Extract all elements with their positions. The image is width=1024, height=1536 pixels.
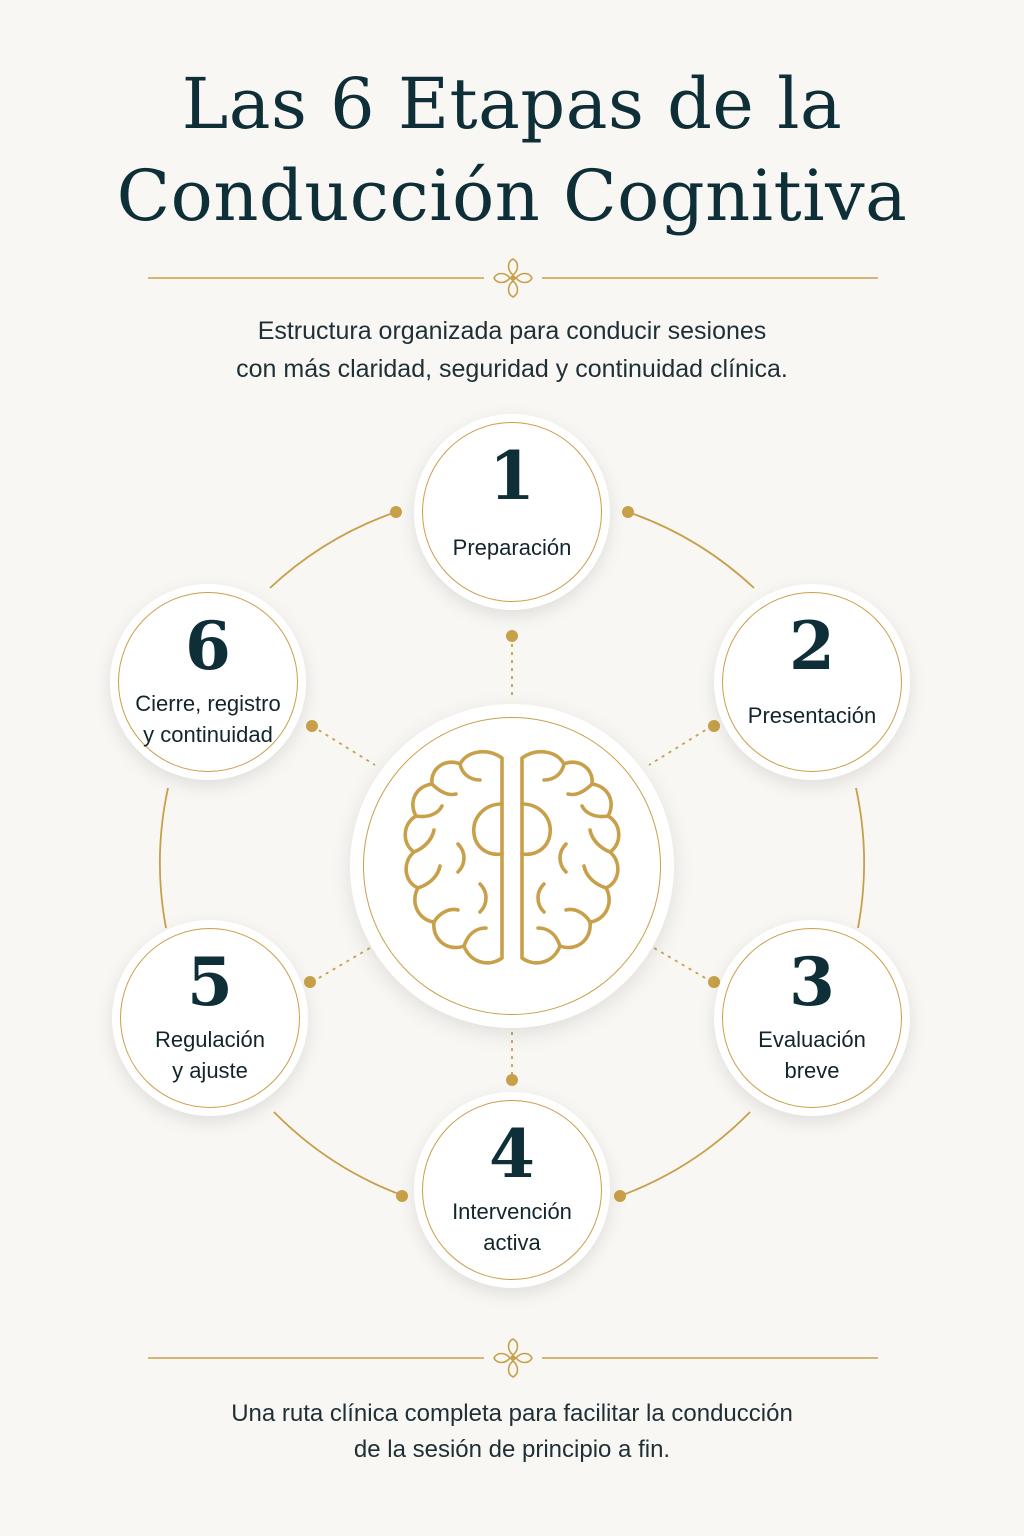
stage-ring [120,928,300,1108]
stage-3[interactable]: 3 Evaluación breve [714,920,910,1116]
stage-label: Preparación [414,532,610,563]
stage-2[interactable]: 2 Presentación [714,584,910,780]
stage-label: Evaluación breve [714,1024,910,1086]
stage-number: 6 [185,607,231,685]
stage-label-line: Regulación [154,1027,266,1052]
connector-dot [390,506,402,518]
stage-label: Presentación [714,700,910,731]
stage-label-line: y ajuste [172,1058,248,1083]
stage-label: Cierre, registro y continuidad [110,688,306,750]
stage-number: 3 [789,943,835,1021]
connector-dot [708,976,720,988]
flourish-icon [493,258,533,298]
stage-ring [722,592,902,772]
page-title: Las 6 Etapas de la Conducción Cognitiva [0,58,1024,242]
stage-1[interactable]: 1 Preparación [414,414,610,610]
bottom-divider [148,1338,878,1378]
footer-line-2: de la sesión de principio a fin. [353,1436,671,1463]
connector-dot [506,1074,518,1086]
stage-label-line: activa [483,1230,541,1255]
center-hub [350,704,674,1028]
connector-dot [614,1190,626,1202]
connector-dot [506,630,518,642]
stage-number: 4 [489,1115,535,1193]
stage-label-line: Cierre, registro [135,691,281,716]
stage-label-line: breve [784,1058,840,1083]
top-divider [148,258,878,298]
title-line-1: Las 6 Etapas de la [181,63,843,145]
stage-label: Intervención activa [414,1196,610,1258]
footer-line-1: Una ruta clínica completa para facilitar… [231,1400,793,1427]
stage-6[interactable]: 6 Cierre, registro y continuidad [110,584,306,780]
title-line-2: Conducción Cognitiva [116,155,908,237]
stage-label-line: Evaluación [758,1027,866,1052]
subtitle: Estructura organizada para conducir sesi… [0,312,1024,388]
connector-dot [306,720,318,732]
stage-label-line: Presentación [747,703,877,728]
stage-4[interactable]: 4 Intervención activa [414,1092,610,1288]
subtitle-line-2: con más claridad, seguridad y continuida… [236,355,788,383]
connector-dot [708,720,720,732]
stage-label: Regulación y ajuste [112,1024,308,1086]
stage-ring [722,928,902,1108]
footer-note: Una ruta clínica completa para facilitar… [0,1396,1024,1468]
stage-ring [422,422,602,602]
connector-dot [396,1190,408,1202]
stage-number: 2 [789,607,835,685]
center-hub-ring [363,717,661,1015]
stage-label-line: y continuidad [143,722,273,747]
stage-label-line: Preparación [452,535,572,560]
stage-number: 5 [187,943,233,1021]
connector-dots [304,506,720,1202]
stage-ring [118,592,298,772]
stage-ring [422,1100,602,1280]
flourish-icon [493,1338,533,1378]
connector-dot [622,506,634,518]
brain-icon [403,750,621,965]
stage-5[interactable]: 5 Regulación y ajuste [112,920,308,1116]
subtitle-line-1: Estructura organizada para conducir sesi… [257,317,767,345]
connector-dot [304,976,316,988]
outer-ring [159,511,865,1197]
spokes [311,636,713,1080]
stage-number: 1 [489,437,535,515]
stage-label-line: Intervención [452,1199,572,1224]
